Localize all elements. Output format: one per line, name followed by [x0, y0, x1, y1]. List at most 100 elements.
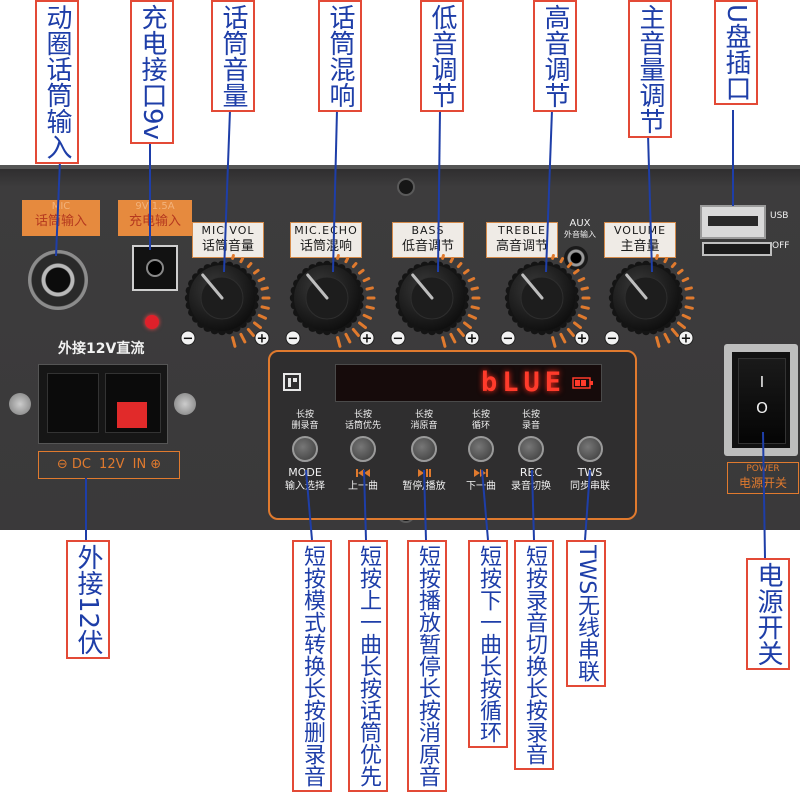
mic-vol-label-cn: 话筒音量	[201, 239, 254, 254]
prev-hint-1: 长按	[353, 410, 372, 420]
tws-button[interactable]	[577, 436, 603, 462]
play-pause-icon	[418, 469, 431, 477]
mode-button[interactable]	[292, 436, 318, 462]
callout-master-volume: 主音量调节	[628, 0, 672, 138]
power-label-en: POWER	[746, 464, 780, 474]
terminal-negative[interactable]	[47, 373, 99, 433]
rec-button-group: 长按 录音 REC 录音切换	[495, 410, 567, 493]
mic-echo-label-en: MIC.ECHO	[294, 224, 358, 237]
bass-label-cn: 低音调节	[401, 239, 454, 254]
aux-label-en: AUX	[569, 218, 591, 229]
battery-icon	[572, 377, 593, 389]
mode-hint-1: 长按	[295, 410, 314, 420]
rec-hint-1: 长按	[521, 410, 540, 420]
dc-text: DC	[71, 457, 91, 472]
callout-mode-button: 短按模式转换长按删录音	[292, 540, 332, 792]
panel-top-screw-hole	[397, 178, 415, 196]
rec-hint-2: 录音	[521, 421, 540, 431]
dc-in-text: IN	[132, 457, 147, 472]
tf-label: OFF	[772, 241, 790, 251]
prev-track-icon	[356, 469, 370, 477]
charge-input-label-cn: 充电输入	[128, 214, 181, 229]
mic-input-label: MIC 话筒输入	[22, 200, 100, 236]
mic-echo-label-cn: 话筒混响	[299, 239, 352, 254]
callout-mic-echo: 话筒混响	[318, 0, 362, 112]
callout-rec-button: 短按录音切换长按录音	[514, 540, 554, 770]
volume-label-en: VOLUME	[613, 224, 667, 237]
callout-tws-button: TWS无线串联	[566, 540, 606, 688]
next-hint-1: 长按	[471, 410, 490, 420]
power-label: POWER 电源开关	[727, 462, 799, 494]
callout-treble: 高音调节	[533, 0, 577, 112]
play-pause-button[interactable]	[411, 436, 437, 462]
callout-usb-port: U盘插口	[714, 0, 758, 106]
treble-label-cn: 高音调节	[495, 239, 548, 254]
charge-input-label: 9V 1.5A 充电输入	[118, 200, 192, 236]
led-display: bLUE	[335, 364, 602, 402]
aux-input-jack[interactable]	[564, 246, 588, 270]
tws-button-label: 同步串联	[570, 481, 610, 492]
display-text: bLUE	[480, 367, 566, 398]
mic-vol-label-en: MIC VOL	[201, 224, 255, 237]
prev-hint-2: 话筒优先	[344, 421, 381, 431]
treble-label-en: TREBLE	[498, 224, 546, 237]
callout-play-button: 短按播放暂停长按消原音	[407, 540, 447, 792]
power-rocker[interactable]: I O	[738, 358, 786, 444]
bass-label-en: BASS	[411, 224, 445, 237]
usb-label: USB	[770, 211, 789, 221]
next-hint-2: 循环	[471, 421, 490, 431]
callout-bass: 低音调节	[420, 0, 464, 112]
mode-button-label: 输入选择	[285, 481, 325, 492]
mode-button-group: 长按 删录音 MODE 输入选择	[269, 410, 341, 493]
charge-port[interactable]	[132, 245, 178, 291]
play-hint-2: 消原音	[410, 421, 438, 431]
terminal-positive[interactable]	[105, 373, 161, 433]
callout-next-button: 短按下一曲长按循环	[468, 540, 508, 748]
tf-card-slot[interactable]	[702, 242, 772, 256]
usb-port-slot	[708, 216, 758, 226]
bass-label: BASS 低音调节	[392, 222, 464, 258]
callout-external-12v: 外接12伏	[66, 540, 110, 660]
charge-indicator-led	[145, 315, 159, 329]
external-12v-title: 外接12V直流	[58, 341, 145, 357]
dc-12v-in-label: ⊖DC 12V IN⊕	[38, 451, 180, 479]
mic-input-jack[interactable]	[28, 250, 88, 310]
next-button-label: 下一曲	[466, 481, 496, 492]
next-track-button[interactable]	[468, 436, 494, 462]
usb-port[interactable]	[700, 205, 766, 239]
mode-hint-2: 删录音	[291, 421, 319, 431]
terminal-red-clip[interactable]	[117, 402, 147, 428]
power-switch-bezel: I O	[732, 352, 790, 448]
power-label-cn: 电源开关	[738, 476, 787, 490]
screw-right	[174, 393, 196, 415]
aux-input-label: AUX 外音输入	[556, 218, 604, 240]
dc-voltage-text: 12V	[99, 457, 125, 472]
callout-power-switch: 电源开关	[746, 558, 790, 670]
mic-input-label-cn: 话筒输入	[34, 214, 87, 229]
mic-echo-label: MIC.ECHO 话筒混响	[290, 222, 362, 258]
prev-track-button[interactable]	[350, 436, 376, 462]
callout-mic-volume: 话筒音量	[211, 0, 255, 112]
treble-label: TREBLE 高音调节	[486, 222, 558, 258]
tws-button-name: TWS	[577, 466, 603, 479]
tws-button-group: TWS 同步串联	[554, 410, 626, 493]
mic-vol-label: MIC VOL 话筒音量	[192, 222, 264, 258]
dc-minus-symbol: ⊖	[56, 457, 68, 472]
tws-hint-2	[554, 421, 626, 432]
prev-button-group: 长按 话筒优先 上一曲	[327, 410, 399, 493]
power-switch-housing: I O	[724, 344, 798, 456]
rec-button-name: REC	[519, 466, 543, 479]
charge-port-pin	[146, 259, 164, 277]
volume-label: VOLUME 主音量	[604, 222, 676, 258]
rec-button[interactable]	[518, 436, 544, 462]
callout-charge-port: 充电接口9v	[130, 0, 174, 144]
screw-left	[9, 393, 31, 415]
rec-button-label: 录音切换	[511, 481, 551, 492]
callout-prev-button: 短按上一曲长按话筒优先	[348, 540, 388, 792]
aux-label-cn: 外音输入	[564, 230, 596, 239]
next-button-group: 长按 循环 下一曲	[445, 410, 517, 493]
mic-input-label-en: MIC	[51, 201, 71, 212]
speaker-terminal-block	[38, 364, 168, 444]
dc-plus-symbol: ⊕	[150, 457, 162, 472]
prev-button-label: 上一曲	[348, 481, 378, 492]
